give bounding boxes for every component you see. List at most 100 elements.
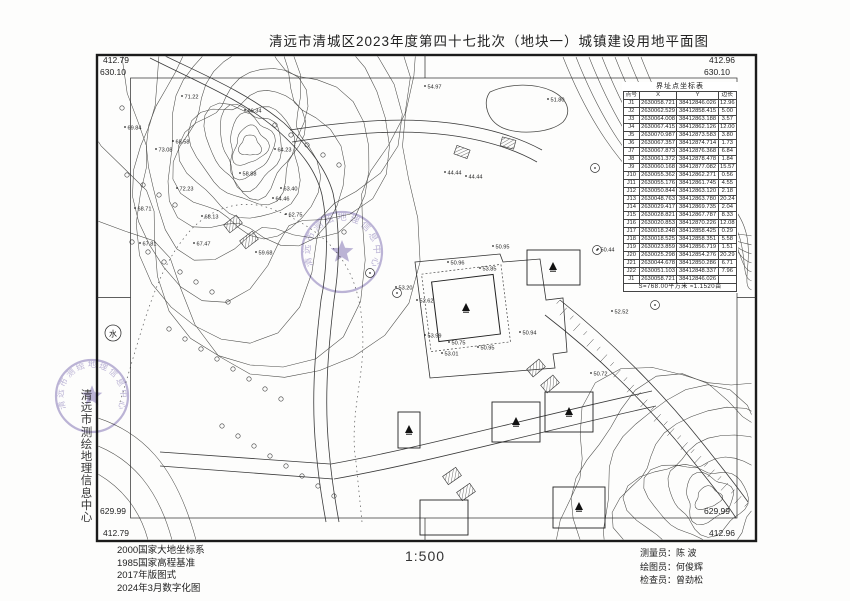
spot-height-label: 53.99 — [428, 333, 442, 339]
table-cell: 2630055.362 — [638, 171, 678, 180]
table-cell: 2.18 — [717, 187, 738, 196]
table-column-header: X — [638, 91, 678, 100]
table-cell: 38412877.082 — [676, 163, 719, 172]
table-cell: 1.84 — [717, 155, 738, 164]
spot-height-label: 52.52 — [615, 309, 629, 315]
table-cell: J7 — [623, 147, 640, 156]
table-cell: 2630062.529 — [638, 107, 678, 116]
map-title: 清远市清城区2023年度第四十七批次（地块一）城镇建设用地平面图 — [268, 34, 710, 49]
table-cell: 2630058.721 — [638, 99, 678, 108]
table-column-header: 点号 — [623, 91, 640, 100]
seal-ring-char: 息 — [114, 376, 127, 388]
table-cell: 3.57 — [717, 115, 738, 124]
table-cell: J9 — [623, 163, 640, 172]
seal-ring-char: 理 — [98, 360, 110, 373]
seal-ring-char: 远 — [55, 388, 66, 398]
table-cell: 4.55 — [717, 179, 738, 188]
table-cell: J19 — [623, 243, 640, 252]
spot-height-label: 53.85 — [483, 266, 497, 272]
table-cell: 38412850.286 — [676, 259, 719, 268]
margin-vertical-text: 清远市测绘地理信息中心 — [78, 390, 95, 524]
table-summary-row: S=768.00平方米 ≈1.1520亩 — [622, 283, 738, 292]
spot-height-label: 68.58 — [176, 139, 190, 145]
table-cell: 38412858.415 — [676, 107, 719, 116]
table-cell: J15 — [623, 211, 640, 220]
corner-label: 412.79 — [103, 55, 129, 65]
spot-height-label: 50.44 — [601, 247, 615, 253]
seal-ring-char: 清 — [55, 399, 67, 411]
corner-label: 412.96 — [709, 55, 735, 65]
table-cell: 2630067.415 — [638, 123, 678, 132]
table-cell: 12.96 — [717, 99, 738, 108]
table-cell: J21 — [623, 259, 640, 268]
seal-ring-char: 中 — [370, 244, 383, 254]
margin-text-char: 理 — [80, 463, 93, 476]
seal-ring-char: 远 — [302, 244, 314, 255]
table-cell: 2630025.298 — [638, 251, 678, 260]
datum-note-line: 2000国家大地坐标系 — [117, 545, 205, 556]
table-cell: 15.57 — [717, 163, 738, 172]
spot-height-label: 68.13 — [205, 214, 219, 220]
table-cell: J20 — [623, 251, 640, 260]
spot-height-label: 71.22 — [185, 94, 199, 100]
table-cell: 1.73 — [717, 139, 738, 148]
seal-ring-char: 测 — [64, 366, 77, 379]
table-cell: 2630044.678 — [638, 259, 678, 268]
table-cell: 1.51 — [717, 243, 738, 252]
spot-height-label: 51.80 — [551, 97, 565, 103]
seal-ring-char: 心 — [368, 256, 381, 269]
margin-text-char: 远 — [80, 402, 93, 415]
table-cell: 2630048.763 — [638, 195, 678, 204]
table-cell: 0.56 — [717, 171, 738, 180]
table-cell: 38412863.188 — [676, 115, 719, 124]
margin-text-char: 中 — [80, 499, 93, 512]
table-cell: 2630020.853 — [638, 219, 678, 228]
spot-height-label: 53.01 — [445, 351, 459, 357]
table-cell: 0.29 — [717, 227, 738, 236]
table-cell: J4 — [623, 123, 640, 132]
table-cell: 38412858.351 — [676, 235, 719, 244]
table-cell: 8.33 — [717, 211, 738, 220]
table-cell: 38412846.026 — [676, 99, 719, 108]
corner-label: 629.99 — [704, 506, 730, 516]
table-cell: 38412854.276 — [676, 251, 719, 260]
spot-height-label: 54.97 — [428, 84, 442, 90]
table-cell: 38412878.478 — [676, 155, 719, 164]
table-cell: J2 — [623, 107, 640, 116]
table-cell: 20.24 — [717, 195, 738, 204]
spot-height-label: 58.88 — [243, 171, 257, 177]
table-cell: 2630018.248 — [638, 227, 678, 236]
margin-text-char: 测 — [80, 426, 93, 439]
table-cell: 5.00 — [717, 107, 738, 116]
sheet-frame — [95, 53, 758, 543]
table-cell: 38412848.337 — [676, 267, 719, 276]
table-cell: 2630070.987 — [638, 131, 678, 140]
credit-line: 绘图员：何俊辉 — [640, 561, 704, 572]
table-cell: 38412874.714 — [676, 139, 719, 148]
table-cell: 38412873.583 — [676, 131, 719, 140]
credits-block: 测量员：陈 波绘图员：何俊辉检查员：曾劲松 — [640, 547, 703, 588]
seal-ring-char: 理 — [348, 213, 361, 227]
table-cell: J17 — [623, 227, 640, 236]
table-cell: 38412861.745 — [676, 179, 719, 188]
corner-label: 412.96 — [709, 528, 735, 538]
table-cell: 2630060.168 — [638, 163, 678, 172]
corner-label: 630.10 — [100, 66, 126, 77]
datum-note-line: 2017年版图式 — [117, 570, 177, 581]
table-cell: 7.96 — [717, 267, 738, 276]
table-cell: 2630051.103 — [638, 267, 678, 276]
spot-height-label: 53.20 — [399, 285, 413, 291]
table-cell: 2630018.525 — [638, 235, 678, 244]
